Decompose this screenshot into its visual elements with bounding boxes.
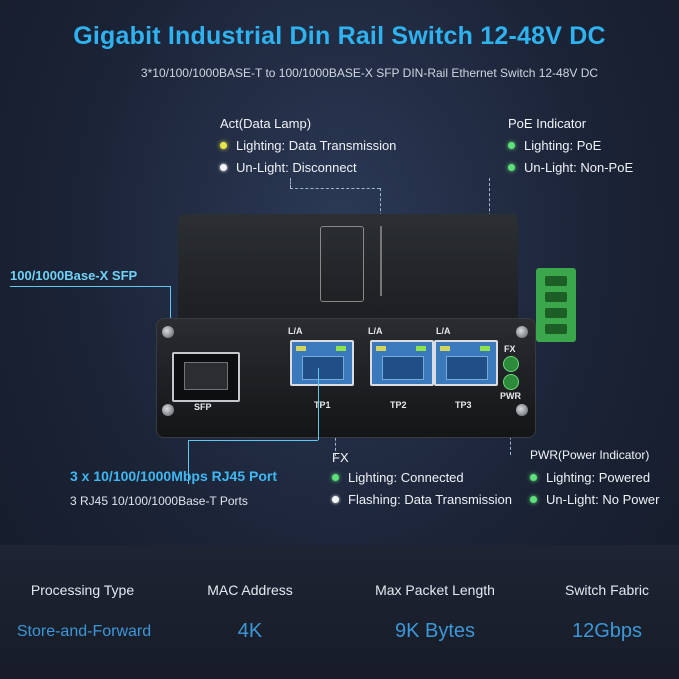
pwr-item-1: Lighting: Powered bbox=[530, 470, 650, 485]
sfp-port[interactable] bbox=[172, 352, 240, 402]
screw-icon bbox=[162, 326, 174, 338]
green-led-icon bbox=[530, 474, 537, 481]
green-led-icon bbox=[508, 142, 515, 149]
screw-icon bbox=[516, 326, 528, 338]
rj45-port-tp3[interactable] bbox=[434, 340, 498, 386]
power-terminal-block bbox=[536, 268, 576, 342]
rj45-sublabel: 3 RJ45 10/100/1000Base-T Ports bbox=[70, 494, 248, 508]
port-led-yellow bbox=[296, 346, 306, 351]
act-item-2: Un-Light: Disconnect bbox=[220, 160, 357, 175]
screw-icon bbox=[516, 404, 528, 416]
terminal-hole bbox=[545, 276, 567, 286]
connector-line bbox=[290, 178, 291, 188]
fx-item-2-text: Flashing: Data Transmission bbox=[348, 492, 513, 507]
pwr-item-1-text: Lighting: Powered bbox=[546, 470, 651, 485]
white-led-icon bbox=[220, 164, 227, 171]
rj45-port-tp1[interactable] bbox=[290, 340, 354, 386]
spec-value-packet: 9K Bytes bbox=[394, 620, 476, 642]
spec-label-fabric: Switch Fabric bbox=[564, 582, 650, 598]
rj45-jack bbox=[446, 356, 488, 380]
page-title: Gigabit Industrial Din Rail Switch 12-48… bbox=[73, 22, 606, 50]
terminal-hole bbox=[545, 324, 567, 334]
poe-item-1-text: Lighting: PoE bbox=[524, 138, 602, 153]
green-led-icon bbox=[508, 164, 515, 171]
sfp-label: 100/1000Base-X SFP bbox=[10, 268, 138, 283]
sfp-port-slot bbox=[184, 362, 228, 390]
connector-line bbox=[290, 188, 380, 189]
fx-heading: FX bbox=[332, 450, 349, 465]
port3-la-label: L/A bbox=[436, 326, 451, 336]
tp1-label: TP1 bbox=[314, 400, 331, 410]
fx-led-icon bbox=[503, 356, 519, 372]
sfp-port-label: SFP bbox=[194, 402, 212, 412]
fx-indicator-label: FX bbox=[504, 344, 516, 354]
poe-item-1: Lighting: PoE bbox=[508, 138, 601, 153]
green-led-icon bbox=[332, 474, 339, 481]
port-led-yellow bbox=[440, 346, 450, 351]
tp2-label: TP2 bbox=[390, 400, 407, 410]
poe-item-2-text: Un-Light: Non-PoE bbox=[524, 160, 634, 175]
pwr-led-icon bbox=[503, 374, 519, 390]
fx-item-2: Flashing: Data Transmission bbox=[332, 492, 512, 507]
sfp-connector-line bbox=[10, 286, 170, 287]
rj45-connector-line bbox=[188, 440, 318, 441]
pwr-indicator-label: PWR bbox=[500, 391, 521, 401]
port-led-green bbox=[336, 346, 346, 351]
spec-value-processing: Store-and-Forward bbox=[16, 623, 152, 640]
spec-label-processing: Processing Type bbox=[30, 582, 135, 598]
spec-value-fabric: 12Gbps bbox=[571, 620, 643, 642]
yellow-led-icon bbox=[220, 142, 227, 149]
act-item-1: Lighting: Data Transmission bbox=[220, 138, 396, 153]
device-engraving bbox=[380, 226, 382, 296]
spec-label-packet: Max Packet Length bbox=[375, 582, 495, 598]
port2-la-label: L/A bbox=[368, 326, 383, 336]
poe-heading: PoE Indicator bbox=[508, 116, 587, 131]
white-led-icon bbox=[332, 496, 339, 503]
act-item-2-text: Un-Light: Disconnect bbox=[236, 160, 357, 175]
fx-item-1-text: Lighting: Connected bbox=[348, 470, 464, 485]
specs-bar bbox=[0, 545, 679, 679]
spec-label-mac: MAC Address bbox=[207, 582, 293, 598]
spec-value-mac: 4K bbox=[237, 620, 263, 642]
act-heading: Act(Data Lamp) bbox=[220, 116, 312, 131]
terminal-hole bbox=[545, 308, 567, 318]
page-subtitle: 3*10/100/1000BASE-T to 100/1000BASE-X SF… bbox=[140, 66, 599, 80]
port1-la-label: L/A bbox=[288, 326, 303, 336]
pwr-item-2-text: Un-Light: No Power bbox=[546, 492, 660, 507]
screw-icon bbox=[162, 404, 174, 416]
rj45-port-tp2[interactable] bbox=[370, 340, 434, 386]
poe-item-2: Un-Light: Non-PoE bbox=[508, 160, 633, 175]
port-led-green bbox=[416, 346, 426, 351]
tp3-label: TP3 bbox=[455, 400, 472, 410]
port-led-yellow bbox=[376, 346, 386, 351]
device-label-plate bbox=[320, 226, 364, 302]
rj45-jack bbox=[382, 356, 424, 380]
rj45-connector-line bbox=[188, 440, 189, 484]
act-item-1-text: Lighting: Data Transmission bbox=[236, 138, 397, 153]
port-led-green bbox=[480, 346, 490, 351]
pwr-heading: PWR(Power Indicator) bbox=[530, 448, 650, 462]
pwr-item-2: Un-Light: No Power bbox=[530, 492, 659, 507]
rj45-connector-line bbox=[318, 368, 319, 440]
rj45-jack bbox=[302, 356, 344, 380]
rj45-label: 3 x 10/100/1000Mbps RJ45 Port bbox=[70, 468, 278, 484]
terminal-hole bbox=[545, 292, 567, 302]
fx-item-1: Lighting: Connected bbox=[332, 470, 464, 485]
green-led-icon bbox=[530, 496, 537, 503]
